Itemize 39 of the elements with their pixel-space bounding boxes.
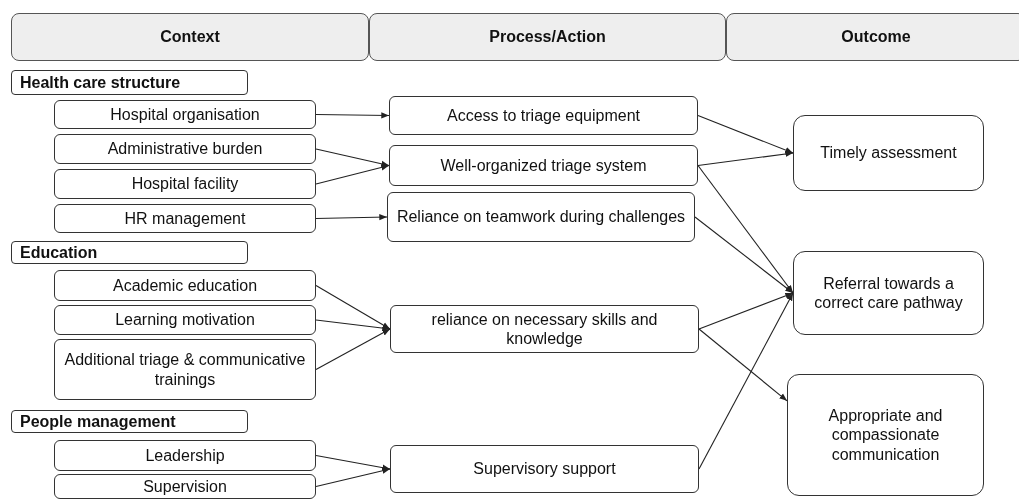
process-box: Access to triage equipment	[389, 96, 698, 135]
arrow	[698, 292, 794, 330]
arrow	[315, 454, 391, 471]
factor-box: Additional triage & communicative trainings	[54, 339, 316, 400]
arrow	[315, 164, 390, 185]
process-box: Reliance on teamwork during challenges	[387, 192, 695, 242]
arrow	[315, 148, 390, 167]
category-label: Education	[11, 241, 248, 264]
factor-box: HR management	[54, 204, 316, 233]
arrow	[698, 292, 794, 470]
arrow	[697, 114, 794, 154]
arrow	[315, 328, 391, 371]
arrow	[697, 150, 794, 167]
arrow	[697, 164, 794, 294]
arrow	[315, 467, 391, 488]
factor-box: Learning motivation	[54, 305, 316, 335]
arrow	[315, 214, 388, 221]
outcome-box: Referral towards a correct care pathway	[793, 251, 984, 335]
column-header: Process/Action	[369, 13, 726, 61]
outcome-box: Timely assessment	[793, 115, 984, 191]
arrow	[315, 284, 391, 330]
outcome-box: Appropriate and compassionate communication	[787, 374, 984, 496]
factor-box: Supervision	[54, 474, 316, 499]
category-label: People management	[11, 410, 248, 433]
arrow	[315, 319, 391, 332]
column-header: Context	[11, 13, 369, 61]
factor-box: Administrative burden	[54, 134, 316, 164]
process-box: reliance on necessary skills and knowledge	[390, 305, 699, 353]
arrow	[698, 328, 788, 402]
factor-box: Leadership	[54, 440, 316, 471]
category-label: Health care structure	[11, 70, 248, 95]
arrow	[694, 216, 794, 294]
process-box: Well-organized triage system	[389, 145, 698, 186]
factor-box: Hospital facility	[54, 169, 316, 199]
factor-box: Academic education	[54, 270, 316, 301]
process-box: Supervisory support	[390, 445, 699, 493]
arrow	[315, 112, 390, 119]
factor-box: Hospital organisation	[54, 100, 316, 129]
column-header: Outcome	[726, 13, 1019, 61]
